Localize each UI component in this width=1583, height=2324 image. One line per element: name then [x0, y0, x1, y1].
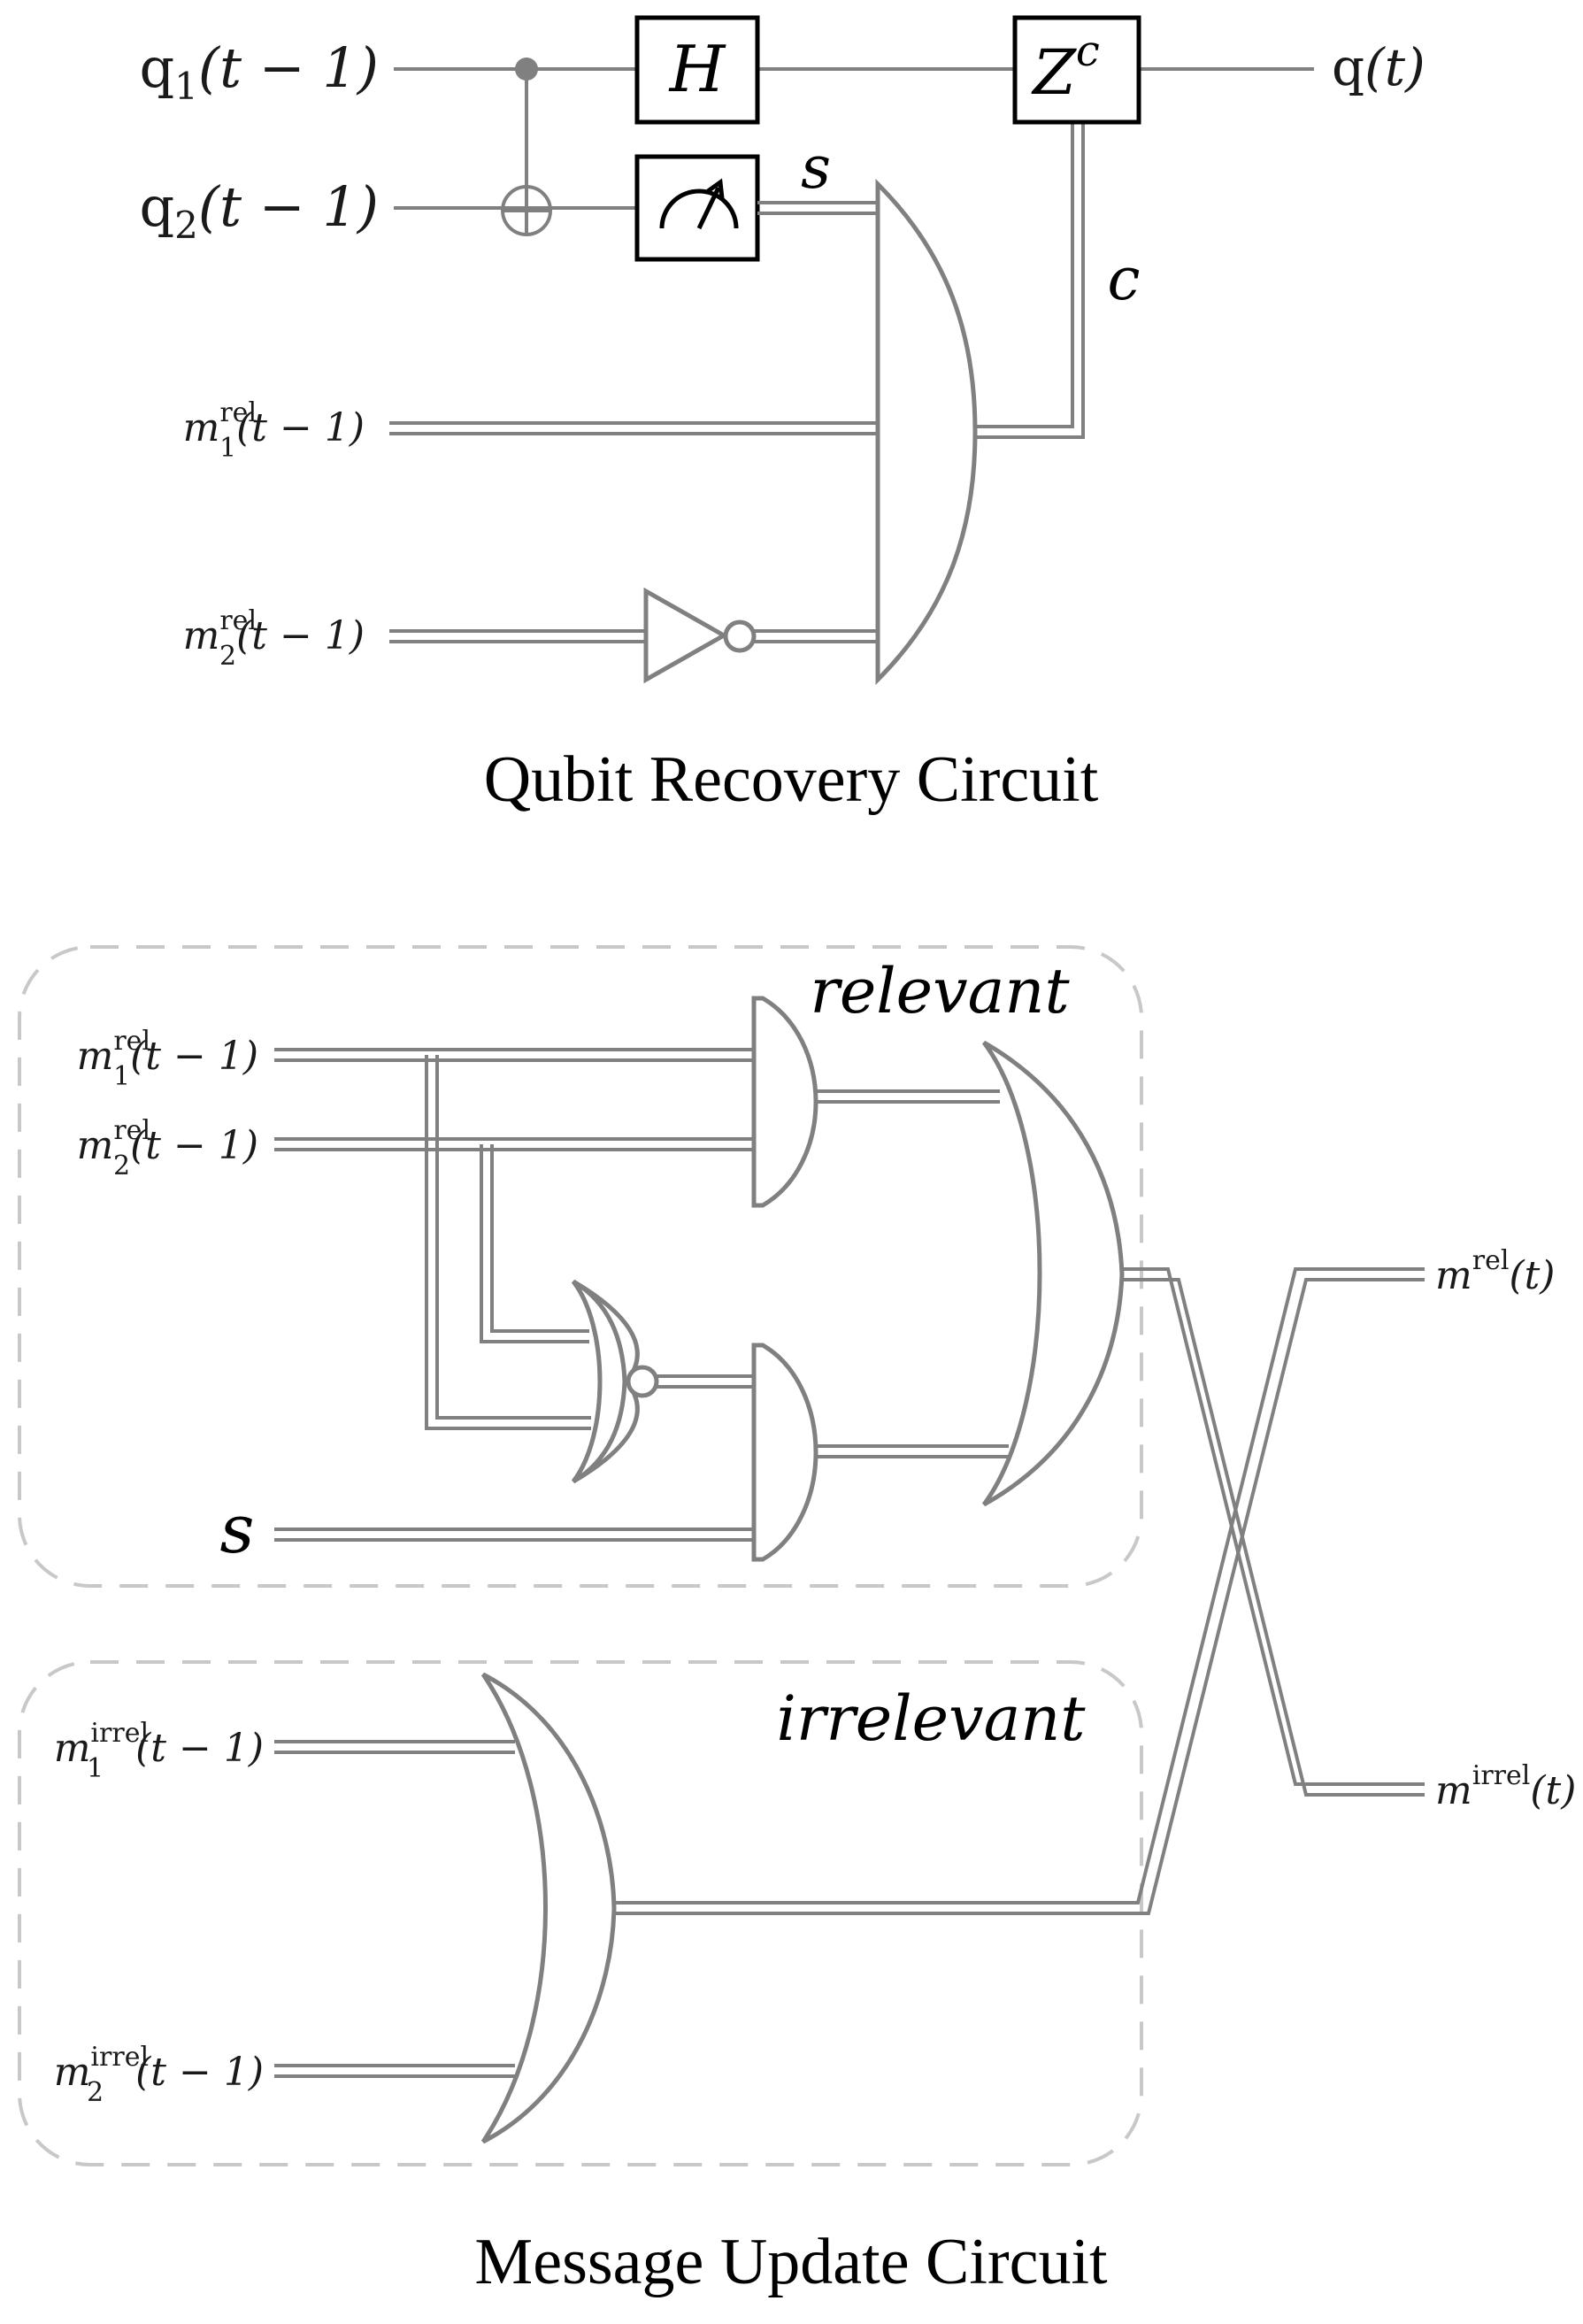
output-q-label: q(t) — [1332, 37, 1425, 97]
signal-c-label: c — [1108, 245, 1141, 313]
z-gate-label: Zc — [1031, 27, 1100, 109]
irr-cross-b — [614, 1278, 1425, 1915]
qubit-recovery-circuit: H s c Zc q1(t − 1) q2(t − — [139, 15, 1425, 816]
and-gate-1 — [751, 996, 818, 1208]
output-mrel-label: mrel(t) — [1435, 1245, 1555, 1298]
input-q1-label: q1(t − 1) — [139, 35, 379, 108]
hadamard-label: H — [668, 32, 726, 106]
or-gate-relevant — [981, 1040, 1125, 1507]
c-wire-a — [975, 122, 1074, 428]
z-gate — [1012, 15, 1141, 125]
input-q2-label: q2(t − 1) — [139, 174, 379, 247]
or-gate-recovery — [875, 178, 978, 686]
or-gate-irrelevant — [480, 1672, 617, 2144]
nor-gate-body — [572, 1279, 627, 1484]
cnot-control-dot — [515, 58, 538, 81]
nor-bubble — [626, 1365, 659, 1398]
c-wire-b — [975, 122, 1085, 439]
m2-branch-a — [480, 1144, 589, 1343]
relevant-group — [18, 945, 1143, 1588]
measurement-meter-icon — [659, 178, 739, 230]
update-s-label: s — [219, 1489, 254, 1568]
not-bubble — [723, 619, 757, 653]
recovery-title: Qubit Recovery Circuit — [484, 743, 1099, 816]
and-gate-2 — [751, 1343, 818, 1562]
rel-cross-a — [1122, 1267, 1425, 1786]
irr-cross-a — [614, 1267, 1425, 1905]
measurement-gate — [634, 154, 760, 262]
m1-branch-b — [435, 1055, 591, 1420]
signal-s-label: s — [801, 134, 831, 202]
relevant-label: relevant — [810, 955, 1070, 1027]
irrelevant-label: irrelevant — [776, 1682, 1086, 1755]
hadamard-gate — [634, 15, 760, 125]
m2-branch-b — [490, 1144, 589, 1333]
message-update-circuit: relevant irrelevant s — [18, 945, 1576, 2298]
m1-branch-a — [425, 1055, 591, 1430]
not-gate — [643, 587, 729, 684]
update-title: Message Update Circuit — [474, 2226, 1108, 2298]
output-mirrel-label: mirrel(t) — [1435, 1760, 1576, 1813]
